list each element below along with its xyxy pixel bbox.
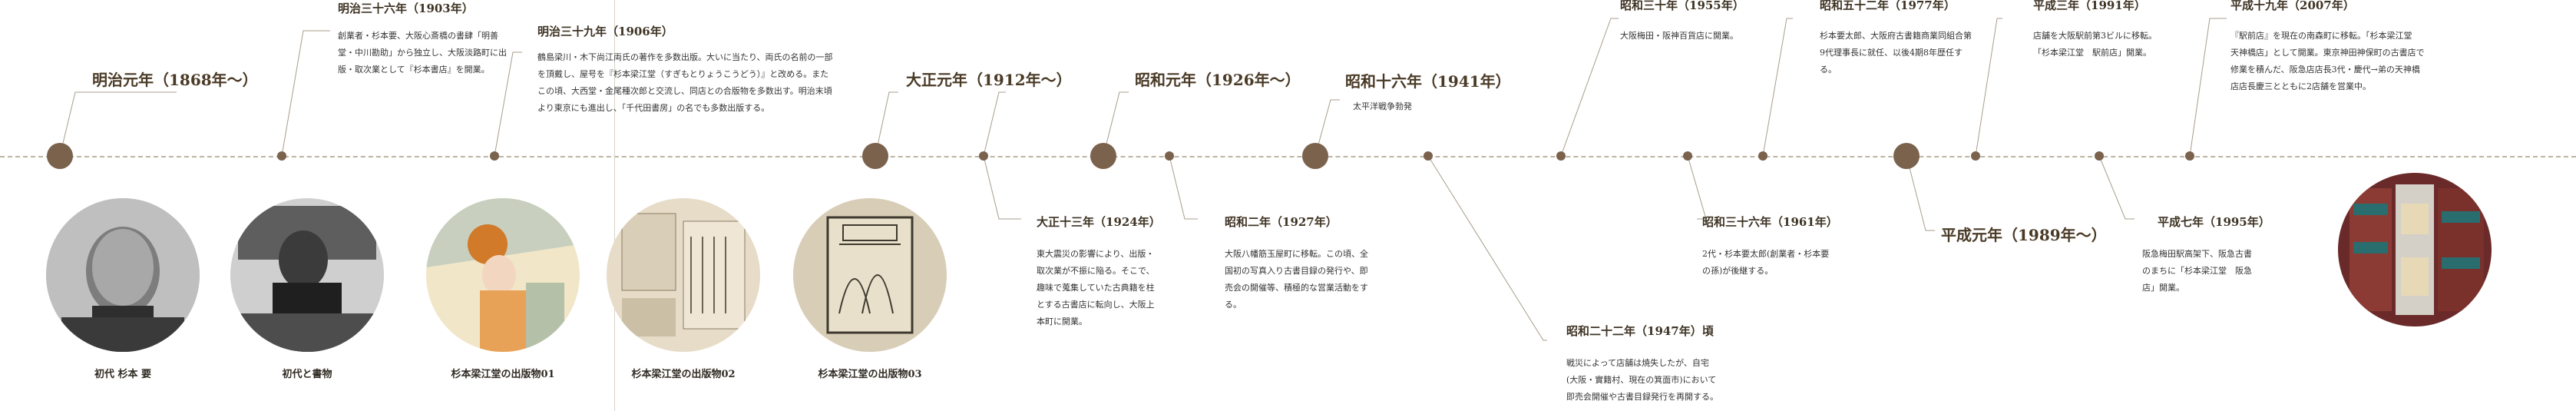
photo-founder <box>46 198 200 352</box>
event-marker-1903 <box>277 151 286 161</box>
event-text-2007: 『駅前店』を現在の南森町に移転。「杉本梁江堂 天神橋店」として開業。東京神田神保… <box>2230 28 2426 95</box>
era-marker-heisei <box>1893 143 1920 169</box>
event-text-1903: 創業者・杉本要、大阪心斎橋の書肆「明善堂・中川勘助」から独立し、大阪淡路町に出版… <box>338 28 514 78</box>
event-date-1924: 大正十三年（1924年） <box>1037 214 1161 230</box>
era-label-showa: 昭和元年（1926年〜） <box>1135 68 1301 90</box>
photo-shop-interior <box>2338 173 2492 326</box>
event-marker-1991 <box>1971 151 1980 161</box>
event-date-1906: 明治三十九年（1906年） <box>537 23 673 39</box>
era-marker-taisho <box>862 143 888 169</box>
event-date-2007: 平成十九年（2007年） <box>2230 0 2355 13</box>
event-text-1955: 大阪梅田・阪神百貨店に開業。 <box>1620 28 1766 45</box>
event-date-1955: 昭和三十年（1955年） <box>1620 0 1744 13</box>
event-date-1947: 昭和二十二年（1947年）頃 <box>1566 323 1714 339</box>
event-text-1991: 店舗を大阪駅前第3ビルに移転。「杉本梁江堂 駅前店」開業。 <box>2033 28 2164 61</box>
caption-publication-03: 杉本梁江堂の出版物03 <box>793 366 947 380</box>
caption-publication-02: 杉本梁江堂の出版物02 <box>607 366 760 380</box>
event-text-1924: 東大震災の影響により、出版・取次業が不振に陥る。そこで、趣味で蒐集していた古典籍… <box>1037 246 1159 330</box>
event-marker-1955 <box>1556 151 1566 161</box>
photo-publication-02 <box>607 198 760 352</box>
event-marker-1906 <box>490 151 499 161</box>
photo-publication-03 <box>793 198 947 352</box>
event-date-1961: 昭和三十六年（1961年） <box>1702 214 1838 230</box>
event-marker-1947 <box>1424 151 1433 161</box>
event-date-1977: 昭和五十二年（1977年） <box>1820 0 1956 13</box>
era-marker-showa16 <box>1302 143 1328 169</box>
event-marker-1977 <box>1758 151 1767 161</box>
event-marker-1927 <box>1165 151 1174 161</box>
era-label-heisei: 平成元年（1989年〜） <box>1941 223 2107 245</box>
photo-founder-books <box>230 198 384 352</box>
event-marker-1924 <box>979 151 988 161</box>
event-marker-1961 <box>1683 151 1692 161</box>
era-label-meiji: 明治元年（1868年〜） <box>92 68 258 90</box>
event-text-1947: 戦災によって店舗は焼失したが、自宅(大阪・實籍村、現在の箕面市)において即売会開… <box>1566 355 1720 406</box>
event-marker-1995 <box>2095 151 2104 161</box>
event-text-1995: 阪急梅田駅高架下、阪急古書のまちに「杉本梁江堂 阪急店」開業。 <box>2142 246 2257 297</box>
event-text-1961: 2代・杉本要太郎(創業者・杉本要の孫)が後継する。 <box>1702 246 1833 280</box>
event-date-1927: 昭和二年（1927年） <box>1225 214 1338 230</box>
event-date-1991: 平成三年（1991年） <box>2033 0 2146 13</box>
era-note-showa16: 太平洋戦争勃発 <box>1353 98 1506 115</box>
event-text-1977: 杉本要太郎、大阪府古書籍商業同組合第9代理事長に就任、以後4期8年歴任する。 <box>1820 28 1973 78</box>
event-text-1906: 鶴島梁川・木下尚江両氏の著作を多数出版。大いに当たり、両氏の名前の一部を頂戴し、… <box>537 49 837 117</box>
event-date-1995: 平成七年（1995年） <box>2158 214 2270 230</box>
caption-founder: 初代 杉本 要 <box>46 366 200 380</box>
era-label-showa16: 昭和十六年（1941年） <box>1345 69 1511 91</box>
era-label-taisho: 大正元年（1912年〜） <box>906 68 1072 90</box>
event-text-1927: 大阪八幡筋玉屋町に移転。この頃、全国初の写真入り古書目録の発行や、即売会の開催等… <box>1225 246 1374 313</box>
event-date-1903: 明治三十六年（1903年） <box>338 0 474 16</box>
caption-founder-books: 初代と書物 <box>230 366 384 380</box>
event-marker-2007 <box>2185 151 2194 161</box>
caption-publication-01: 杉本梁江堂の出版物01 <box>426 366 580 380</box>
era-marker-meiji <box>47 143 73 169</box>
era-marker-showa <box>1090 143 1116 169</box>
photo-publication-01 <box>426 198 580 352</box>
